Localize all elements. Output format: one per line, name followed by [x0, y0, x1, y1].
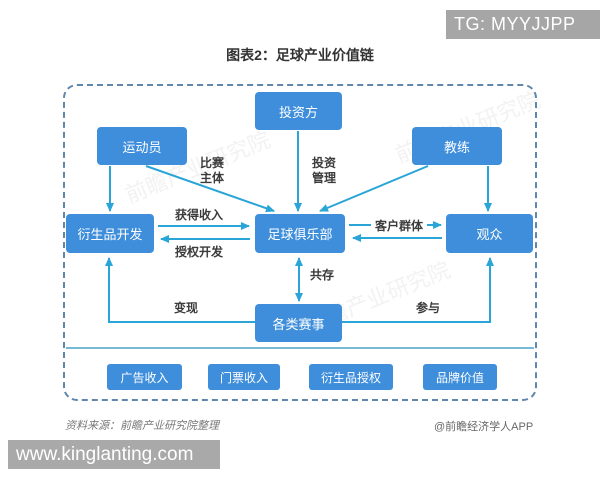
- diagram-dashed-frame: [63, 84, 537, 401]
- node-investor: 投资方: [255, 92, 342, 130]
- chart-title: 图表2：足球产业价值链: [226, 47, 374, 63]
- data-source-note: 资料来源：前瞻产业研究院整理: [65, 420, 219, 432]
- revenue-item-brand-value: 品牌价值: [423, 364, 497, 390]
- edge-label-participate: 参与: [415, 301, 440, 315]
- edge-label-line: 管理: [311, 171, 336, 185]
- node-coach: 教练: [412, 127, 502, 165]
- revenue-item-ticket-income: 门票收入: [208, 364, 280, 390]
- node-football-club: 足球俱乐部: [255, 214, 345, 253]
- node-derivatives-development: 衍生品开发: [66, 214, 154, 253]
- publisher-credit: @前瞻经济学人APP: [434, 421, 534, 433]
- website-banner: www.kinglanting.com: [8, 440, 220, 469]
- edge-label-match-subject: 比赛 主体: [190, 156, 234, 186]
- edge-label-coexist: 共存: [309, 268, 334, 282]
- edge-label-investment-management: 投资 管理: [302, 156, 346, 186]
- edge-label-monetize: 变现: [173, 301, 198, 315]
- tg-contact-banner: TG: MYYJJPP: [446, 10, 600, 39]
- edge-label-line: 比赛: [199, 156, 224, 170]
- revenue-item-ad-income: 广告收入: [107, 364, 182, 390]
- edge-label-line: 投资: [311, 156, 336, 170]
- node-athlete: 运动员: [97, 127, 187, 165]
- node-audience: 观众: [446, 214, 533, 253]
- edge-label-earn-income: 获得收入: [174, 208, 223, 222]
- edge-label-licensed-development: 授权开发: [174, 245, 223, 259]
- edge-label-line: 主体: [199, 171, 224, 185]
- edge-label-customer-group: 客户群体: [371, 219, 427, 234]
- node-events: 各类赛事: [255, 304, 342, 342]
- revenue-item-derivative-licensing: 衍生品授权: [309, 364, 393, 390]
